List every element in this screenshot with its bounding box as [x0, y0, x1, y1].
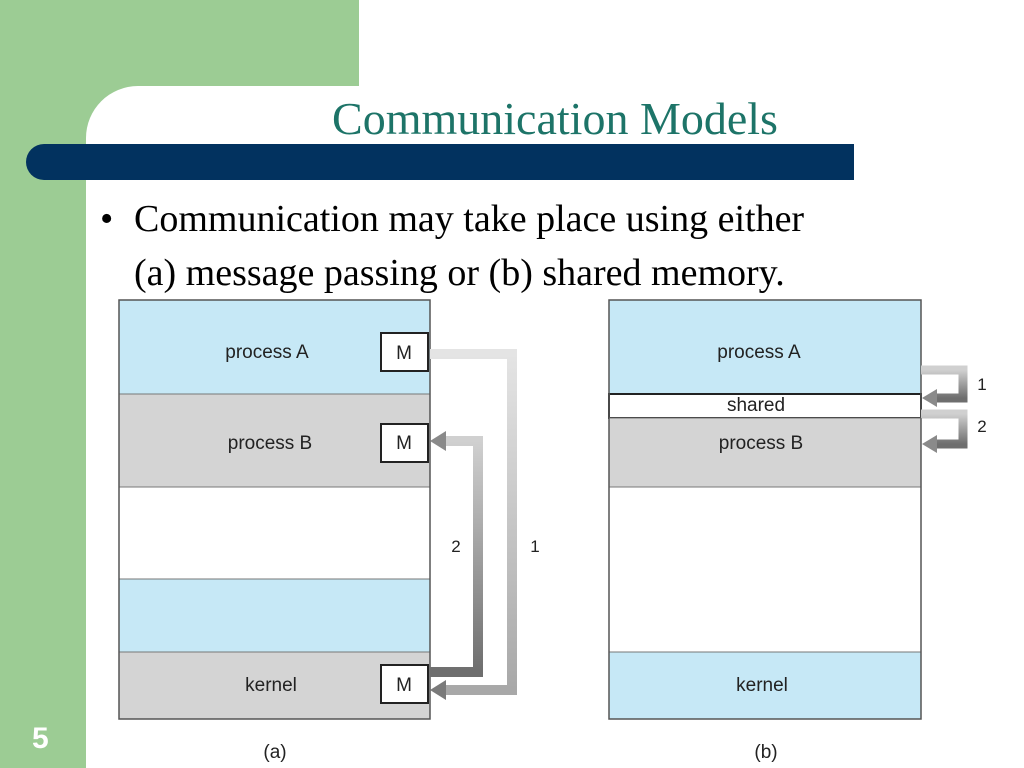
diagram-a-message-box-process-a [380, 332, 429, 372]
diagram-a-region-process-a [118, 299, 431, 395]
diagram-a-arrowhead-2 [430, 431, 446, 451]
diagram-b-region-blank [608, 486, 922, 653]
diagram-a-label-process-a: process A [225, 342, 309, 363]
diagram-b-region-kernel [608, 651, 922, 720]
title-underline-bar [26, 144, 854, 180]
background-green-left [0, 86, 86, 768]
diagram-b-caption: (b) [754, 742, 777, 763]
diagram-b-arrow-1 [921, 365, 968, 403]
diagram-a-arrow-1 [430, 349, 517, 695]
diagram-a-message-passing: process A process B kernel M M M 2 1 (a) [118, 299, 540, 763]
diagram-a-arrow-2 [430, 436, 483, 677]
diagram-a-caption: (a) [263, 742, 286, 763]
diagram-a-message-box-process-b [380, 423, 429, 463]
diagram-b-label-kernel: kernel [736, 675, 788, 696]
diagram-a-region-blue [118, 578, 431, 653]
diagram-b-label-process-a: process A [717, 342, 801, 363]
bullet-line-2: (a) message passing or (b) shared memory… [134, 252, 785, 294]
diagram-b-arrowhead-1 [922, 389, 937, 407]
diagram-a-outline [118, 299, 431, 720]
slide-title: Communication Models [332, 93, 778, 144]
diagram-b-arrowhead-2 [922, 435, 937, 453]
diagram-b-region-process-b [608, 417, 922, 488]
diagram-b-shared-memory: process A shared process B kernel 1 2 (b… [608, 299, 987, 763]
bullet-dot: • [100, 198, 114, 240]
diagram-b-label-shared: shared [727, 395, 785, 416]
diagram-a-label-process-b: process B [228, 433, 312, 454]
diagram-a-label-kernel: kernel [245, 675, 297, 696]
diagram-b-arrow-2 [921, 409, 968, 449]
diagram-a-arrow-label-2: 2 [451, 537, 460, 556]
diagram-b-arrow-label-2: 2 [977, 417, 986, 436]
diagram-a-message-label-kernel: M [396, 675, 412, 696]
diagram-a-message-label-process-b: M [396, 433, 412, 454]
slide-number: 5 [32, 722, 49, 755]
bullet-text: Communication may take place using eithe… [134, 192, 804, 300]
diagram-b-outline [608, 299, 922, 720]
diagram-b-region-process-a [608, 299, 922, 395]
diagram-a-region-kernel [118, 651, 431, 720]
diagram-a-message-box-kernel [380, 664, 429, 704]
bullet-line-1: Communication may take place using eithe… [134, 198, 805, 240]
diagram-b-arrow-label-1: 1 [977, 375, 986, 394]
diagram-a-arrowhead-1 [430, 680, 446, 700]
diagram-a-arrow-label-1: 1 [530, 537, 539, 556]
diagram-a-region-blank [118, 486, 431, 580]
diagram-a-message-label-process-a: M [396, 343, 412, 364]
diagram-b-label-process-b: process B [719, 433, 803, 454]
